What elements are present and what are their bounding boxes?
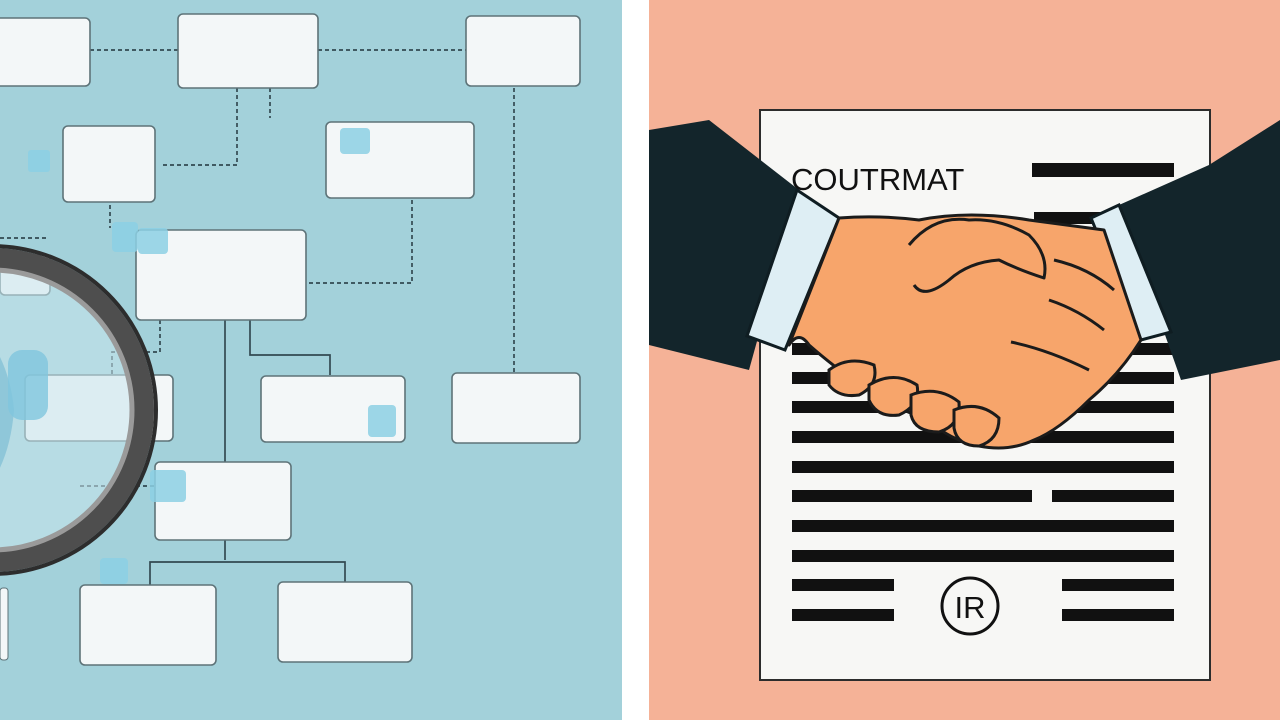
connector: [149, 561, 346, 585]
document-title: COUTRMAT: [791, 162, 964, 197]
flowchart-node: [0, 17, 91, 87]
flowchart-node: [79, 584, 217, 666]
connector: [160, 88, 238, 166]
seal-stamp: IR: [940, 576, 1000, 636]
handshake-icon: [649, 120, 1280, 450]
flowchart-panel: [0, 0, 622, 720]
flowchart-node: [465, 15, 581, 87]
hand-crease: [1048, 298, 1105, 332]
hand-crease: [1010, 340, 1090, 372]
thumb: [907, 217, 1047, 293]
text-line: [1032, 163, 1174, 177]
text-line: [792, 550, 1174, 562]
flowchart-node: [62, 125, 156, 203]
contract-panel: COUTRMAT IR: [649, 0, 1280, 720]
finger: [952, 404, 1001, 448]
text-line: [792, 461, 1174, 473]
highlight-marker: [138, 228, 168, 254]
highlight-marker: [100, 558, 128, 584]
connector: [249, 320, 331, 375]
flowchart-node: [260, 375, 406, 443]
highlight-marker: [368, 405, 396, 437]
highlight-marker: [150, 470, 186, 502]
flowchart-node: [451, 372, 581, 444]
seal-text: IR: [955, 590, 986, 625]
flowchart-node: [177, 13, 319, 89]
text-line: [792, 579, 894, 591]
flowchart-node: [135, 228, 307, 321]
left-cuff: [745, 187, 841, 352]
text-line: [792, 490, 1032, 502]
connector: [306, 200, 413, 284]
flowchart-node: [277, 581, 413, 663]
flowchart-node: [150, 461, 292, 541]
hand-crease: [1053, 258, 1115, 292]
text-line: [1062, 579, 1174, 591]
finger: [909, 389, 961, 434]
node-edge: [0, 587, 9, 661]
highlight-marker: [112, 222, 138, 252]
panel-divider: [622, 0, 649, 720]
text-line: [1052, 490, 1174, 502]
text-line: [1062, 609, 1174, 621]
flowchart-node: [325, 121, 475, 199]
highlight-marker: [28, 150, 50, 172]
magnifying-glass-icon: [0, 244, 158, 576]
flowchart-diagram: [0, 13, 581, 666]
text-line: [792, 520, 1174, 532]
text-line: [792, 609, 894, 621]
highlight-marker: [340, 128, 370, 154]
contract-illustration: COUTRMAT IR: [649, 109, 1280, 681]
